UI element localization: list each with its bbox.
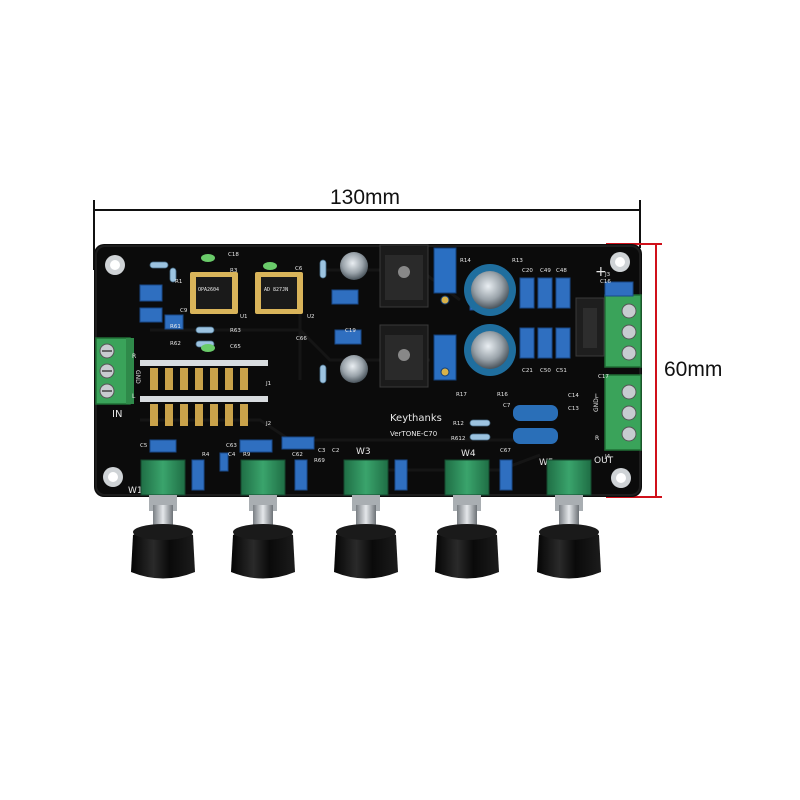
width-dimension-label: 130mm xyxy=(330,186,401,209)
output-label: OUT xyxy=(594,456,614,466)
polarity-plus-mark: + xyxy=(595,264,607,280)
output-pin-l: L xyxy=(595,393,599,400)
trimmers xyxy=(433,247,457,381)
output-pin-r: R xyxy=(595,435,599,442)
svg-text:C49: C49 xyxy=(540,268,551,274)
svg-text:C17: C17 xyxy=(598,374,609,380)
svg-text:AD 827JN: AD 827JN xyxy=(264,287,288,293)
svg-text:C51: C51 xyxy=(556,368,567,374)
film-capacitors xyxy=(139,277,634,491)
svg-text:C21: C21 xyxy=(522,368,533,374)
svg-text:C4: C4 xyxy=(228,452,236,458)
potentiometer-w1[interactable] xyxy=(131,459,195,579)
svg-text:C19: C19 xyxy=(345,328,356,334)
svg-text:J1: J1 xyxy=(265,381,271,387)
svg-text:R9: R9 xyxy=(243,452,251,458)
svg-text:J4: J4 xyxy=(604,454,611,460)
height-dimension-label: 60mm xyxy=(664,358,723,381)
pot-label-w1: W1 xyxy=(128,486,143,496)
svg-text:C13: C13 xyxy=(568,406,579,412)
svg-text:C50: C50 xyxy=(540,368,551,374)
mounting-hole-bottom-right xyxy=(611,468,631,488)
svg-text:C62: C62 xyxy=(292,452,303,458)
mounting-hole-top-left xyxy=(105,255,125,275)
svg-text:R13: R13 xyxy=(512,258,523,264)
svg-text:R16: R16 xyxy=(497,392,508,398)
version-silkscreen: VerTONE-C70 xyxy=(390,430,437,438)
pot-label-w5: W5 xyxy=(539,458,554,468)
svg-text:J3: J3 xyxy=(604,272,611,278)
svg-text:R69: R69 xyxy=(314,458,325,464)
svg-text:C66: C66 xyxy=(296,336,307,342)
resistors xyxy=(149,254,491,441)
brand-silkscreen: Keythanks xyxy=(390,413,442,424)
svg-text:C48: C48 xyxy=(556,268,567,274)
input-terminal-block xyxy=(95,337,134,405)
pot-label-w4: W4 xyxy=(461,449,476,459)
opamp-u2: AD 827JN xyxy=(255,272,303,314)
svg-text:C14: C14 xyxy=(568,393,579,399)
svg-text:C20: C20 xyxy=(522,268,533,274)
svg-text:C3: C3 xyxy=(318,448,326,454)
svg-text:C6: C6 xyxy=(295,266,303,272)
svg-text:R3: R3 xyxy=(230,268,238,274)
ref-designators: C18 R3 C6 R1 C19 C9 R61 R62 R63 C65 C66 … xyxy=(140,252,611,464)
output-pin-gnd: GND xyxy=(593,398,600,412)
output-terminal-block xyxy=(604,294,642,451)
potentiometer-w5[interactable] xyxy=(537,459,601,579)
svg-text:C2: C2 xyxy=(332,448,339,454)
svg-text:R14: R14 xyxy=(460,258,471,264)
svg-text:R62: R62 xyxy=(170,341,181,347)
svg-text:R1: R1 xyxy=(175,279,182,285)
svg-text:U2: U2 xyxy=(307,314,315,320)
pot-label-w3: W3 xyxy=(356,447,371,457)
potentiometer-w2[interactable] xyxy=(231,459,295,579)
svg-text:R63: R63 xyxy=(230,328,241,334)
svg-text:R17: R17 xyxy=(456,392,467,398)
input-pin-r: R xyxy=(132,353,136,360)
potentiometer-w3[interactable] xyxy=(334,459,398,579)
pin-header-j2 xyxy=(140,396,268,426)
svg-text:U1: U1 xyxy=(240,314,248,320)
voltage-regulators xyxy=(379,244,605,388)
svg-text:R4: R4 xyxy=(202,452,210,458)
mounting-hole-bottom-left xyxy=(103,467,123,487)
input-label: IN xyxy=(112,409,122,420)
svg-text:C18: C18 xyxy=(228,252,239,258)
mounting-holes xyxy=(103,252,631,488)
svg-text:C16: C16 xyxy=(600,279,611,285)
electrolytic-capacitors xyxy=(340,252,558,444)
input-pin-gnd: GND xyxy=(134,370,141,384)
svg-text:C9: C9 xyxy=(180,308,188,314)
svg-text:C5: C5 xyxy=(140,443,148,449)
svg-text:R61: R61 xyxy=(170,324,181,330)
input-pin-l: L xyxy=(132,393,136,400)
svg-text:C65: C65 xyxy=(230,344,241,350)
pin-header-j1 xyxy=(140,360,268,390)
svg-text:C7: C7 xyxy=(503,403,511,409)
svg-text:OPA2604: OPA2604 xyxy=(198,287,219,293)
potentiometer-w4[interactable] xyxy=(435,459,499,579)
opamp-u1: OPA2604 xyxy=(190,272,238,314)
svg-text:C63: C63 xyxy=(226,443,237,449)
mounting-hole-top-right xyxy=(610,252,630,272)
svg-text:R612: R612 xyxy=(451,436,465,442)
svg-text:C67: C67 xyxy=(500,448,511,454)
svg-text:J2: J2 xyxy=(265,421,271,427)
svg-text:R12: R12 xyxy=(453,421,464,427)
